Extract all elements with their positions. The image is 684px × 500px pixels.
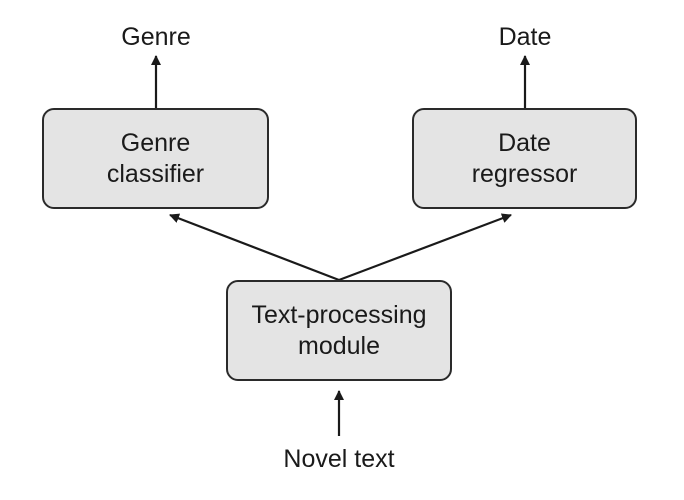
node-genre-classifier-line-1: Genre — [120, 128, 191, 157]
output-label-date: Date — [498, 23, 552, 51]
output-label-genre: Genre — [121, 23, 191, 51]
node-text-processing-line-1: Text-processing — [251, 300, 427, 329]
arrow-module-to-date-regressor — [338, 213, 512, 282]
node-date-regressor-line-2: regressor — [471, 159, 578, 188]
node-genre-classifier-line-2: classifier — [106, 159, 205, 188]
input-label-novel-text: Novel text — [283, 445, 395, 473]
node-date-regressor-line-1: Date — [498, 128, 551, 157]
node-text-processing-line-2: module — [298, 331, 380, 360]
node-genre-classifier: Genre classifier — [42, 108, 269, 209]
node-date-regressor: Date regressor — [412, 108, 637, 209]
node-text-processing-module: Text-processing module — [226, 280, 452, 381]
arrow-module-to-genre-classifier — [169, 213, 340, 282]
